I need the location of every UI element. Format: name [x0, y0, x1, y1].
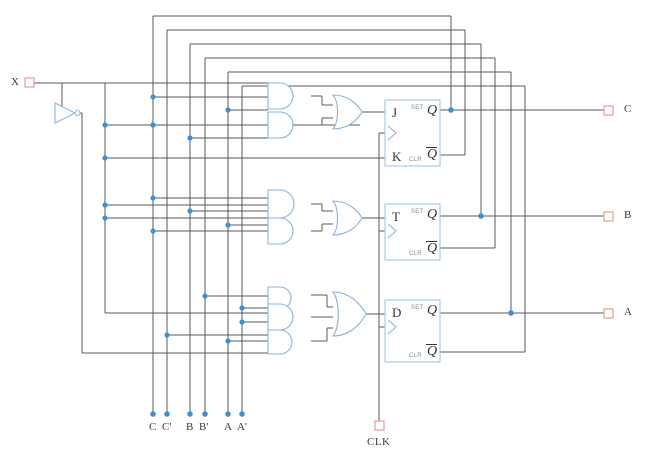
bus-label-b-prime: B'	[199, 421, 209, 433]
and-gate-jk-2	[267, 111, 294, 139]
not-gate-x	[54, 102, 81, 124]
output-label-c: C	[624, 103, 632, 115]
flipflop-jk-box	[384, 99, 441, 167]
bus-label-c-prime: C'	[162, 421, 172, 433]
input-label-x: X	[11, 76, 19, 88]
clock-triangle-jk	[387, 125, 397, 141]
flipflop-d-box	[384, 299, 441, 363]
and-gate-d-3	[267, 329, 293, 355]
ff-d-clr-label: CLR	[409, 353, 422, 359]
terminal-out-b	[603, 211, 614, 222]
terminal-out-c	[603, 105, 614, 116]
terminal-clk	[374, 420, 385, 431]
ff-jk-clr-label: CLR	[409, 157, 422, 163]
ff-jk-set-label: SET	[411, 105, 424, 111]
clock-triangle-d	[387, 319, 397, 335]
ff-d-qbar-overline	[426, 344, 437, 345]
ff-t-input-t: T	[392, 209, 400, 224]
input-label-clk: CLK	[367, 436, 391, 448]
ff-d-set-label: SET	[411, 305, 424, 311]
ff-t-output-q: Q	[427, 207, 438, 222]
and-gate-t-2	[267, 217, 294, 245]
output-label-b: B	[624, 209, 632, 221]
bus-label-a-prime: A'	[237, 421, 247, 433]
ff-t-clr-label: CLR	[409, 251, 422, 257]
terminal-x	[24, 77, 35, 88]
and-gate-jk-1	[267, 82, 294, 110]
or-gate-t	[331, 200, 363, 236]
ff-d-input-d: D	[392, 305, 402, 320]
and-gate-t-1	[267, 189, 295, 219]
bus-label-c: C	[149, 421, 157, 433]
bus-label-b: B	[186, 421, 194, 433]
or-gate-jk	[331, 94, 363, 130]
ff-jk-output-q: Q	[427, 103, 438, 118]
ff-jk-input-j: J	[392, 105, 398, 120]
ff-jk-input-k: K	[392, 149, 402, 164]
or-gate-d	[331, 291, 367, 337]
ff-t-output-qbar: Q	[427, 241, 438, 256]
and-gate-d-2	[267, 303, 294, 331]
ff-d-output-qbar: Q	[427, 344, 438, 359]
ff-t-qbar-overline	[426, 241, 437, 242]
junction-dots	[102, 94, 514, 417]
ff-jk-qbar-overline	[426, 147, 437, 148]
ff-jk-output-qbar: Q	[427, 147, 438, 162]
bus-label-a: A	[224, 421, 232, 433]
ff-d-output-q: Q	[427, 303, 438, 318]
output-label-a: A	[624, 306, 632, 318]
clock-triangle-t	[387, 223, 397, 239]
ff-t-set-label: SET	[411, 209, 424, 215]
terminal-out-a	[603, 308, 614, 319]
